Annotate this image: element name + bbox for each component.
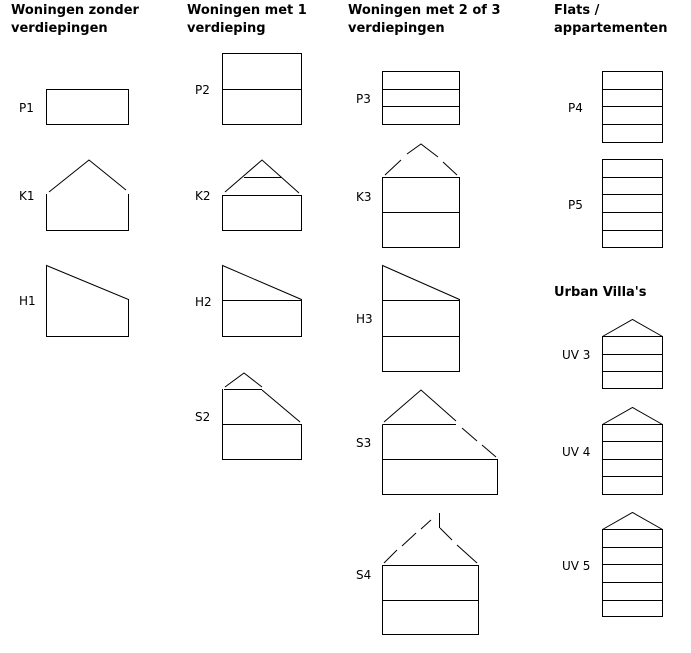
label-s2: S2: [195, 410, 211, 424]
house-p1: [46, 89, 129, 125]
label-k3: K3: [356, 190, 372, 204]
house-h1: [46, 264, 129, 337]
house-p3: [382, 71, 460, 125]
label-s3: S3: [356, 436, 372, 450]
label-p5: P5: [568, 198, 583, 212]
label-p1: P1: [19, 101, 34, 115]
label-h1: H1: [19, 294, 36, 308]
label-p4: P4: [568, 101, 583, 115]
label-uv5: UV 5: [562, 559, 591, 573]
house-h2: [222, 264, 302, 337]
house-k3: [382, 143, 460, 248]
label-p2: P2: [195, 83, 210, 97]
house-k1: [46, 159, 129, 231]
label-h3: H3: [356, 312, 373, 326]
house-p2: [222, 53, 302, 125]
house-s3: [382, 389, 498, 495]
label-h2: H2: [195, 295, 212, 309]
house-uv3: [602, 318, 663, 389]
house-uv4: [602, 406, 663, 495]
column-heading-two-three-floors: Woningen met 2 of 3 verdiepingen: [348, 3, 501, 36]
column-heading-flats: Flats / appartementen: [554, 3, 668, 36]
house-p4: [602, 71, 663, 143]
column-heading-no-floors: Woningen zonder verdiepingen: [11, 3, 139, 36]
house-k2: [222, 159, 302, 231]
house-uv5: [602, 511, 663, 617]
label-k1: K1: [19, 189, 35, 203]
label-uv3: UV 3: [562, 348, 591, 362]
label-uv4: UV 4: [562, 445, 591, 459]
label-k2: K2: [195, 189, 211, 203]
column-heading-one-floor: Woningen met 1 verdieping: [187, 3, 307, 36]
urban-villas-heading: Urban Villa's: [554, 285, 647, 300]
label-p3: P3: [356, 92, 371, 106]
label-s4: S4: [356, 568, 372, 582]
house-p5: [602, 159, 663, 248]
house-s2: [222, 372, 302, 460]
house-h3: [382, 264, 460, 372]
house-s4: [382, 513, 479, 635]
